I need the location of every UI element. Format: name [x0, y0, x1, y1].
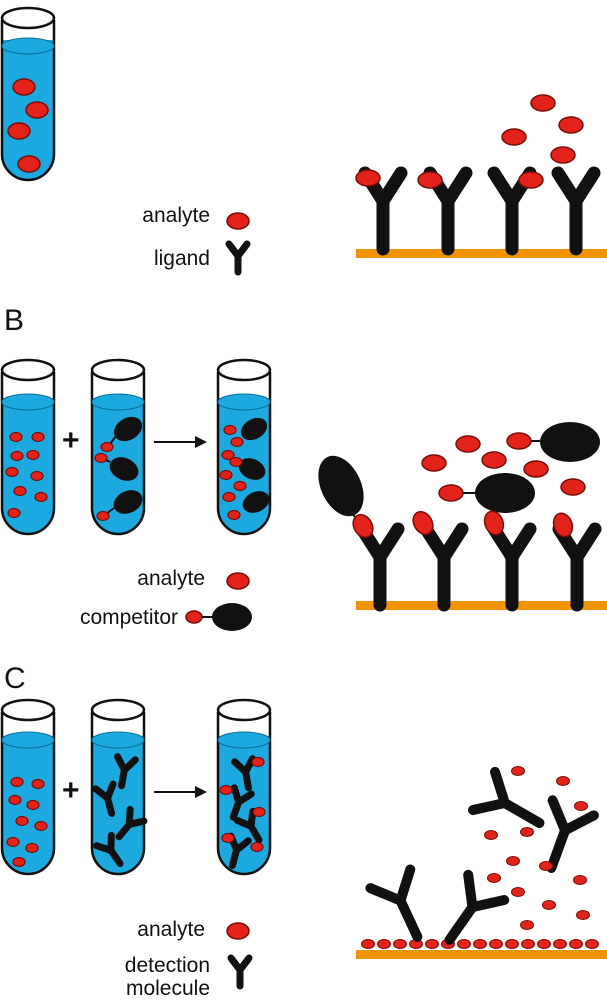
panel-c-surface-analytes	[361, 939, 599, 949]
panel-a-tube-analytes	[7, 78, 49, 173]
panel-c-legend-detection-label-line2: molecule	[126, 977, 210, 1000]
panel-b-letter: B	[4, 304, 24, 337]
panel-a: analyte ligand	[0, 6, 607, 272]
panel-b: B +	[0, 304, 607, 631]
panel-c-legend: analyte detection molecule	[125, 918, 249, 1000]
panel-b-sensor-surface	[356, 601, 607, 610]
panel-c-letter: C	[4, 662, 26, 695]
panel-b-legend-competitor-label: competitor	[80, 606, 178, 629]
panel-a-legend-analyte-label: analyte	[142, 204, 210, 227]
panel-b-legend-analyte-label: analyte	[137, 567, 205, 590]
panel-a-ligands	[365, 173, 594, 249]
panel-a-legend-ligand-label: ligand	[154, 247, 210, 270]
panel-c-tube-mixture	[216, 698, 272, 876]
panel-a-analytes	[355, 94, 584, 189]
panel-a-legend-analyte-icon	[226, 212, 250, 230]
panel-c-plus-sign: +	[62, 774, 80, 807]
panel-b-tube-competitor	[90, 358, 146, 536]
panel-c-detection-molecules	[370, 772, 594, 953]
panel-c-tube-analyte	[0, 698, 56, 876]
panel-c-legend-detection-label-line1: detection	[125, 954, 210, 977]
panel-b-competitors-free	[461, 422, 600, 513]
panel-c: C +	[0, 662, 607, 1000]
panel-b-tube-analyte	[0, 358, 56, 536]
panel-c-legend-analyte-icon	[226, 922, 250, 940]
panel-a-tube	[0, 6, 56, 182]
panel-b-surface-scene	[318, 422, 607, 610]
panel-a-legend: analyte ligand	[142, 204, 249, 272]
panel-b-legend: analyte competitor	[80, 567, 252, 631]
panel-b-competitor-bound	[318, 455, 364, 521]
panel-b-plus-sign: +	[62, 424, 80, 457]
panel-b-tube-mixture	[216, 358, 272, 536]
panel-a-surface-scene	[355, 94, 607, 258]
panel-b-mix-arrow	[154, 436, 207, 448]
panel-c-legend-detection-icon	[231, 958, 249, 986]
panel-b-legend-competitor-icon	[185, 603, 252, 631]
panel-c-surface-scene	[356, 766, 607, 959]
panel-b-ligands	[362, 529, 595, 605]
panel-c-sensor-surface	[356, 950, 607, 959]
panel-a-legend-ligand-icon	[229, 244, 247, 272]
panel-c-free-analytes	[484, 766, 590, 930]
panel-b-legend-analyte-icon	[226, 572, 250, 590]
panel-c-legend-analyte-label: analyte	[137, 918, 205, 941]
panel-b-analytes	[352, 432, 586, 539]
panel-a-sensor-surface	[356, 249, 607, 258]
panel-c-tube-detection	[90, 698, 144, 876]
panel-c-mix-arrow	[154, 786, 207, 798]
